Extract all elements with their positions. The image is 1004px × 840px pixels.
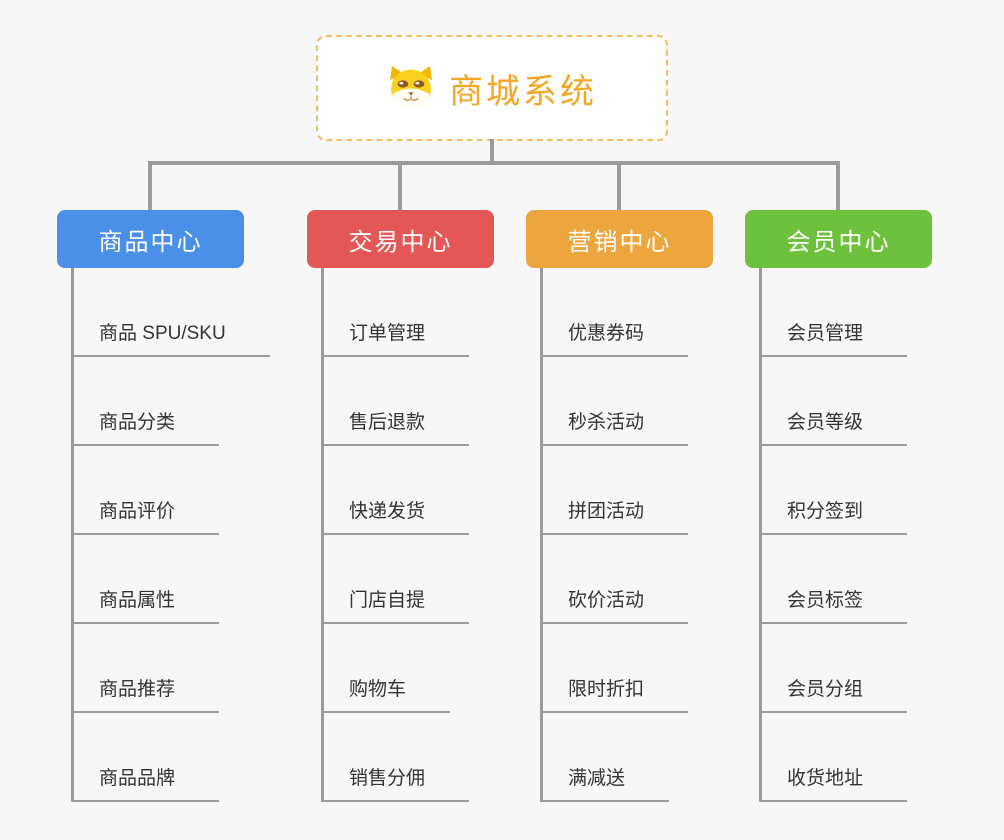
leaf-node[interactable]: 售后退款 xyxy=(321,408,470,446)
branch-column-0: 商品中心 商品 SPU/SKU 商品分类商品评价商品属性商品推荐商品品牌 xyxy=(57,161,307,810)
branch-label: 商品中心 xyxy=(98,228,203,256)
leaf-node[interactable]: 商品品牌 xyxy=(71,764,220,802)
branch-label: 营销中心 xyxy=(567,228,672,256)
connector-root-stub xyxy=(490,139,494,163)
leaf-node[interactable]: 会员分组 xyxy=(759,675,908,713)
branch-label: 会员中心 xyxy=(786,228,891,256)
root-title: 商城系统 xyxy=(449,72,597,111)
branch-column-2: 营销中心 优惠券码秒杀活动拼团活动砍价活动限时折扣满减送 xyxy=(526,161,776,810)
connector-drop-line xyxy=(836,161,840,211)
leaf-node[interactable]: 拼团活动 xyxy=(540,497,689,535)
leaf-node[interactable]: 购物车 xyxy=(321,675,451,713)
leaf-node[interactable]: 砍价活动 xyxy=(540,586,689,624)
leaf-node[interactable]: 销售分佣 xyxy=(321,764,470,802)
leaf-node[interactable]: 秒杀活动 xyxy=(540,408,689,446)
leaf-node[interactable]: 限时折扣 xyxy=(540,675,689,713)
connector-drop-line xyxy=(617,161,621,211)
leaf-node[interactable]: 会员管理 xyxy=(759,319,908,357)
branch-header[interactable]: 营销中心 xyxy=(526,210,713,268)
connector-drop-line xyxy=(398,161,402,211)
leaf-node[interactable]: 商品分类 xyxy=(71,408,220,446)
leaf-node[interactable]: 会员等级 xyxy=(759,408,908,446)
connector-trunk-line xyxy=(71,268,74,802)
branch-header[interactable]: 交易中心 xyxy=(307,210,494,268)
connector-trunk-line xyxy=(540,268,543,802)
leaf-node[interactable]: 商品 SPU/SKU xyxy=(71,319,270,357)
connector-trunk-line xyxy=(321,268,324,802)
leaf-node[interactable]: 快递发货 xyxy=(321,497,470,535)
connector-drop-line xyxy=(148,161,152,211)
leaf-node[interactable]: 订单管理 xyxy=(321,319,470,357)
connector-trunk-line xyxy=(759,268,762,802)
branch-header[interactable]: 会员中心 xyxy=(745,210,932,268)
leaf-node[interactable]: 优惠券码 xyxy=(540,319,689,357)
connector-bus-line xyxy=(148,161,840,165)
leaf-node[interactable]: 会员标签 xyxy=(759,586,908,624)
branch-column-3: 会员中心 会员管理会员等级积分签到会员标签会员分组收货地址 xyxy=(745,161,995,810)
leaf-node[interactable]: 积分签到 xyxy=(759,497,908,535)
leaf-node[interactable]: 收货地址 xyxy=(759,764,908,802)
leaf-node[interactable]: 满减送 xyxy=(540,764,670,802)
leaf-node[interactable]: 商品属性 xyxy=(71,586,220,624)
branch-label: 交易中心 xyxy=(348,228,453,256)
leaf-node[interactable]: 商品推荐 xyxy=(71,675,220,713)
branch-header[interactable]: 商品中心 xyxy=(57,210,244,268)
dog-face-icon xyxy=(390,66,432,109)
root-node-mall-system[interactable]: 商城系统 xyxy=(316,35,668,141)
leaf-node[interactable]: 门店自提 xyxy=(321,586,470,624)
leaf-node[interactable]: 商品评价 xyxy=(71,497,220,535)
branch-column-1: 交易中心 订单管理售后退款快递发货门店自提购物车销售分佣 xyxy=(307,161,557,810)
